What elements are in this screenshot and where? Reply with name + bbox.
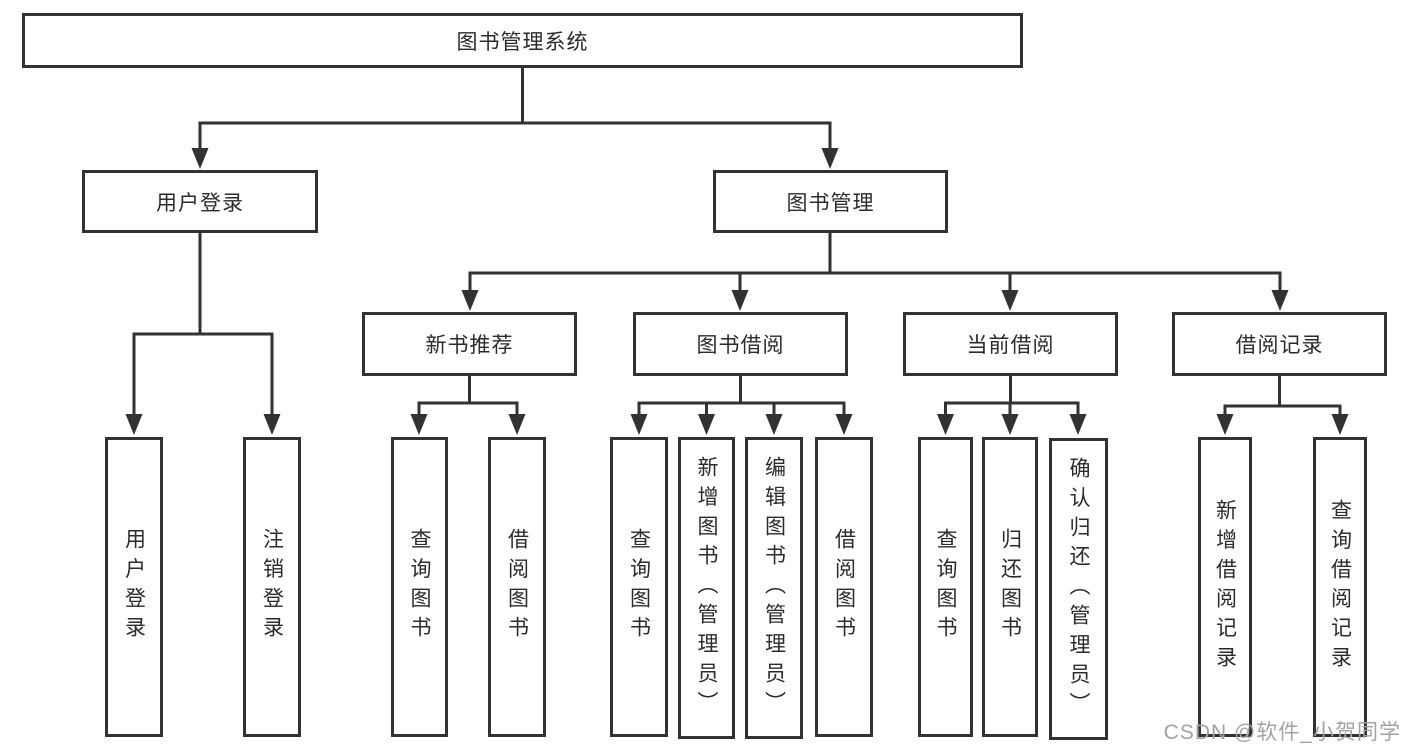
leaf-user-login: 用户登录 xyxy=(105,437,163,737)
leaf-records-query-borrow-record: 查询借阅记录 xyxy=(1313,437,1367,737)
node-label: 新书推荐 xyxy=(425,334,514,357)
leaf-newbook-borrow-books: 借阅图书 xyxy=(488,437,546,737)
node-root-system: 图书管理系统 xyxy=(22,13,1023,68)
leaf-label: 借阅图书 xyxy=(832,528,856,646)
leaf-borrow-borrow-books: 借阅图书 xyxy=(815,437,873,737)
node-label: 图书管理系统 xyxy=(456,30,589,54)
leaf-label: 查询图书 xyxy=(627,528,651,646)
node-current-borrow: 当前借阅 xyxy=(903,312,1118,376)
leaf-logout: 注销登录 xyxy=(243,437,301,737)
leaf-label: 注销登录 xyxy=(260,528,284,646)
leaf-label: 查询借阅记录 xyxy=(1328,498,1352,676)
node-borrow-records: 借阅记录 xyxy=(1172,312,1387,376)
leaf-current-confirm-return-admin: 确认归还（管理员） xyxy=(1049,438,1108,740)
leaf-borrow-edit-books-admin: 编辑图书（管理员） xyxy=(745,437,803,739)
leaf-borrow-query-books: 查询图书 xyxy=(610,437,668,737)
node-book-borrow: 图书借阅 xyxy=(633,312,848,376)
csdn-watermark: CSDN @软件_小贺同学 xyxy=(1163,721,1401,744)
node-book-management: 图书管理 xyxy=(713,170,948,233)
leaf-label: 用户登录 xyxy=(122,528,146,646)
arrowhead-icons xyxy=(125,148,1349,435)
leaf-label: 查询图书 xyxy=(408,528,431,646)
node-label: 图书借阅 xyxy=(696,334,785,357)
leaf-label: 新增借阅记录 xyxy=(1213,498,1237,676)
leaf-current-return-books: 归还图书 xyxy=(982,437,1038,737)
leaf-label: 归还图书 xyxy=(998,528,1022,646)
node-label: 当前借阅 xyxy=(966,334,1055,357)
leaf-label: 查询图书 xyxy=(934,528,957,646)
leaf-current-query-books: 查询图书 xyxy=(918,437,973,737)
leaf-label: 编辑图书（管理员） xyxy=(762,455,786,721)
node-label: 图书管理 xyxy=(786,191,875,215)
leaf-label: 借阅图书 xyxy=(505,528,529,646)
leaf-records-add-borrow-record: 新增借阅记录 xyxy=(1198,437,1252,737)
node-label: 借阅记录 xyxy=(1235,334,1324,357)
leaf-label: 确认归还（管理员） xyxy=(1067,456,1090,722)
node-label: 用户登录 xyxy=(156,191,244,215)
node-user-login: 用户登录 xyxy=(82,170,318,233)
leaf-borrow-add-books-admin: 新增图书（管理员） xyxy=(678,437,735,739)
leaf-label: 新增图书（管理员） xyxy=(695,455,718,721)
leaf-newbook-query-books: 查询图书 xyxy=(391,437,448,737)
node-new-book-recommend: 新书推荐 xyxy=(362,312,577,376)
